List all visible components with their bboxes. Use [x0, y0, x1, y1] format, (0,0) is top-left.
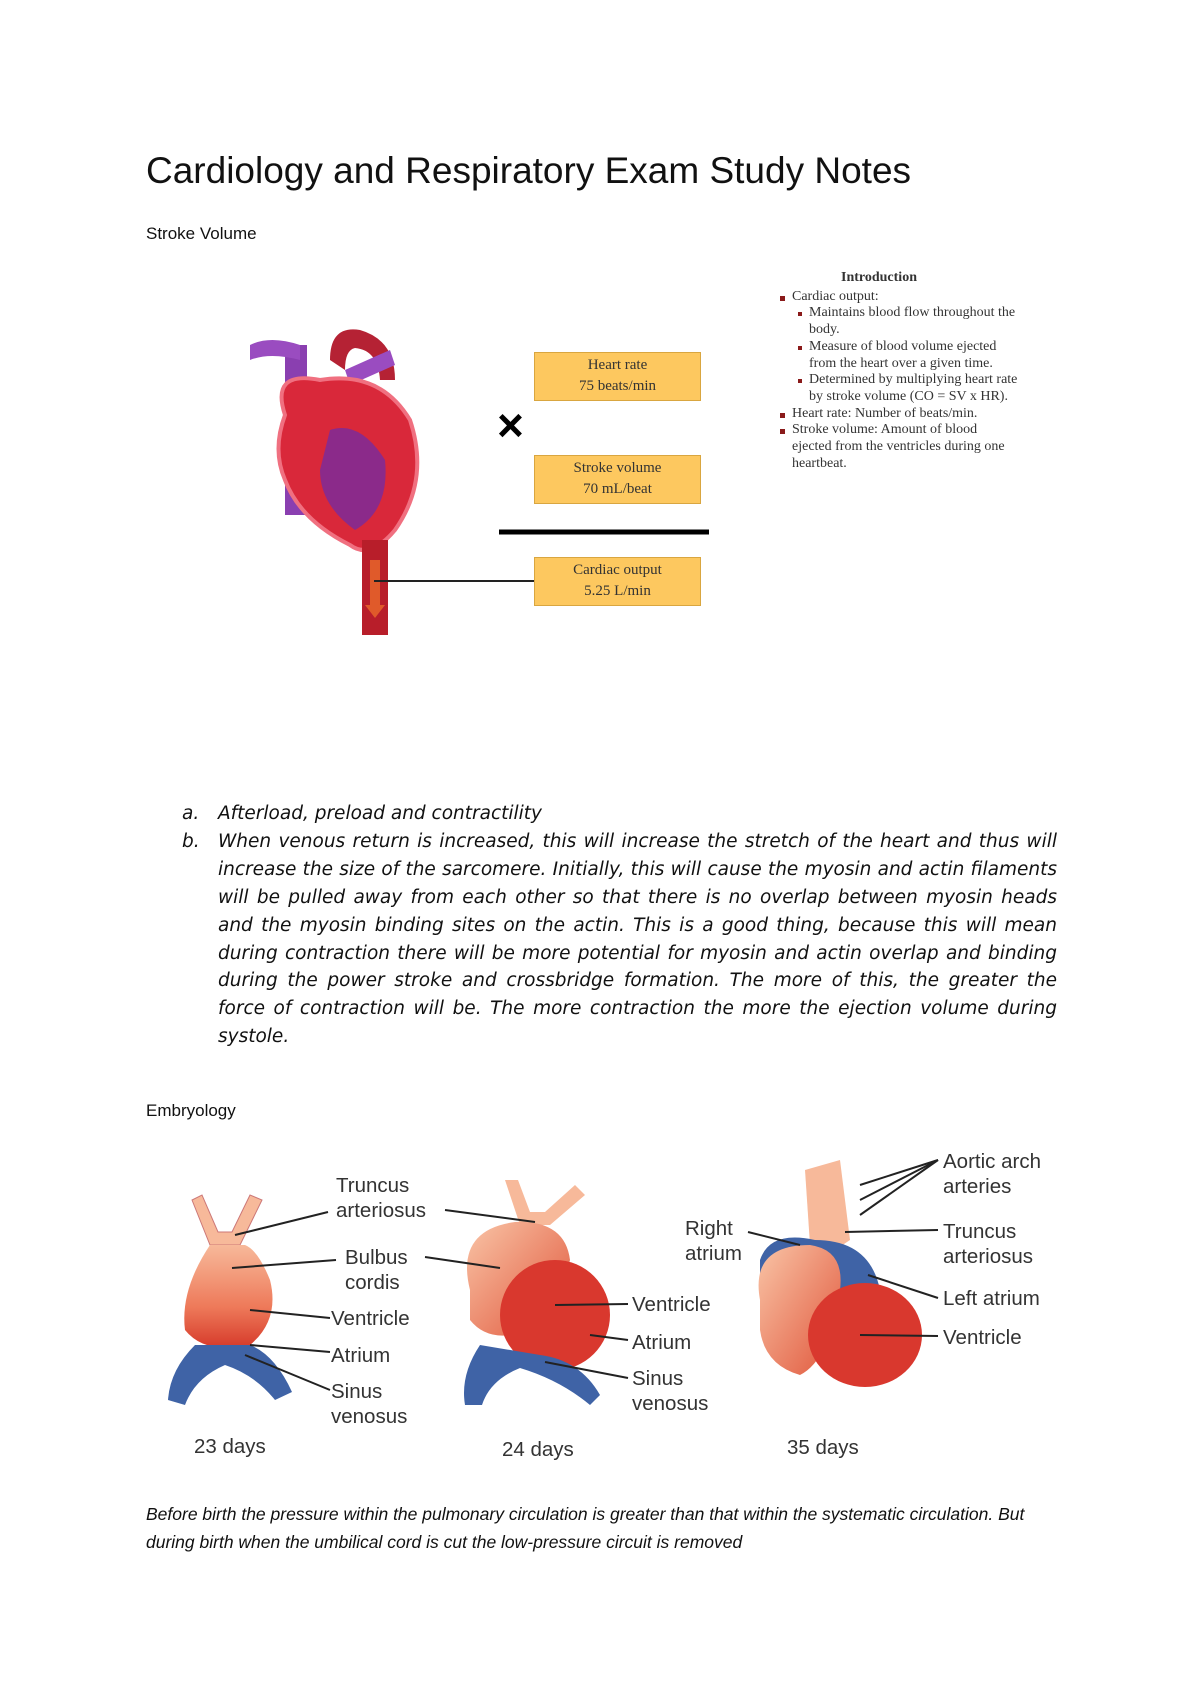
label-23-days: 23 days — [194, 1435, 266, 1458]
label-venosus: venosus — [331, 1405, 408, 1428]
embryo-heart-24-days — [464, 1180, 610, 1405]
cardiac-output-box: Cardiac output 5.25 L/min — [534, 557, 701, 606]
list-item: b. When venous return is increased, this… — [182, 828, 1057, 1051]
intro-item: Cardiac output: Maintains blood flow thr… — [780, 288, 1019, 406]
intro-subitem: Measure of blood volume ejected from the… — [798, 339, 1019, 372]
notes-list: a. Afterload, preload and contractility … — [182, 800, 1057, 1051]
list-item: a. Afterload, preload and contractility — [182, 800, 1057, 828]
stroke-volume-value: 70 mL/beat — [583, 481, 652, 497]
list-text: Afterload, preload and contractility — [218, 803, 543, 824]
label-arteriosus: arteriosus — [336, 1199, 427, 1222]
list-text: When venous return is increased, this wi… — [218, 830, 1057, 1048]
label-arteries: arteries — [943, 1175, 1012, 1198]
page-title: Cardiology and Respiratory Exam Study No… — [146, 150, 912, 191]
heart-rate-value: 75 beats/min — [578, 378, 657, 394]
label-left-atrium: Left atrium — [943, 1287, 1040, 1310]
cardiac-output-value: 5.25 L/min — [584, 583, 651, 599]
intro-subitem: Determined by multiplying heart rate by … — [798, 372, 1018, 404]
stroke-volume-box: Stroke volume 70 mL/beat — [534, 455, 701, 504]
label-truncus: Truncus — [336, 1174, 410, 1197]
intro-item-text: Cardiac output: — [792, 288, 879, 304]
label-arteriosus: arteriosus — [943, 1245, 1034, 1268]
label-aortic-arch: Aortic arch — [943, 1150, 1041, 1173]
introduction-panel: Introduction Cardiac output: Maintains b… — [779, 270, 1019, 472]
heart-illustration — [250, 329, 534, 635]
embryo-heart-35-days — [758, 1160, 922, 1387]
section-heading-embryology: Embryology — [146, 1101, 236, 1120]
section-heading-stroke-volume: Stroke Volume — [146, 224, 257, 243]
heart-rate-label: Heart rate — [587, 357, 648, 373]
label-atrium: atrium — [685, 1242, 742, 1265]
label-ventricle: Ventricle — [331, 1307, 410, 1330]
label-atrium: Atrium — [331, 1344, 391, 1367]
label-ventricle: Ventricle — [943, 1326, 1022, 1349]
introduction-title: Introduction — [841, 270, 917, 285]
multiply-symbol: × — [497, 399, 524, 451]
label-24-days: 24 days — [502, 1438, 574, 1461]
label-atrium: Atrium — [632, 1331, 692, 1354]
label-cordis: cordis — [345, 1271, 400, 1294]
cardiac-output-label: Cardiac output — [573, 562, 662, 578]
heart-rate-box: Heart rate 75 beats/min — [534, 352, 701, 401]
list-marker: b. — [182, 830, 200, 852]
leader-lines — [231, 1159, 939, 1391]
intro-item: Heart rate: Number of beats/min. — [780, 406, 1019, 423]
label-ventricle: Ventricle — [632, 1293, 711, 1316]
label-sinus: Sinus — [632, 1367, 684, 1390]
label-35-days: 35 days — [787, 1436, 859, 1459]
intro-item: Stroke volume: Amount of blood ejected f… — [780, 422, 1019, 472]
intro-subitem: Maintains blood flow throughout the body… — [798, 305, 1019, 338]
label-bulbus: Bulbus — [345, 1246, 408, 1269]
label-truncus: Truncus — [943, 1220, 1017, 1243]
label-sinus: Sinus — [331, 1380, 383, 1403]
body-paragraph: Before birth the pressure within the pul… — [146, 1504, 1025, 1552]
label-right: Right — [685, 1217, 733, 1240]
list-marker: a. — [182, 803, 200, 824]
stroke-volume-label: Stroke volume — [573, 460, 662, 476]
embryo-heart-23-days — [168, 1194, 292, 1405]
label-venosus: venosus — [632, 1392, 709, 1415]
